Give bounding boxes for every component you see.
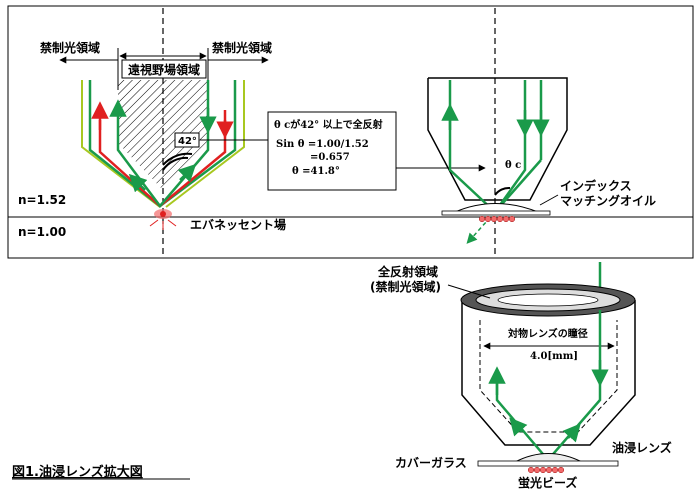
objective-body (461, 300, 636, 446)
cover-glass-top (441, 210, 551, 216)
beads-top (478, 215, 516, 223)
tir-region-leader (447, 284, 491, 299)
green-ray-diag-arrow-2 (177, 163, 197, 183)
n-glass-label: n=1.52 (18, 193, 66, 207)
evanescent-ray-2 (167, 219, 177, 227)
lens-outline-right (165, 80, 245, 208)
pupil-value: 4.0[mm] (530, 351, 578, 362)
bottom-green-diag-arrow-2 (562, 423, 581, 443)
angle-arc-outer (162, 152, 193, 166)
forbidden-right-label: 禁制光領域 (212, 40, 272, 55)
evanescent-label: エバネッセント場 (190, 217, 286, 232)
beads-label: 蛍光ビーズ (518, 475, 577, 490)
forbidden-left-label: 禁制光領域 (40, 40, 100, 55)
bottom-cover-glass (477, 460, 619, 467)
field-of-view-label: 遠視野場領域 (128, 62, 200, 77)
angle-box (174, 132, 200, 148)
n-water-label: n=1.00 (18, 225, 66, 239)
field-of-view-box (121, 59, 207, 79)
angle-box-label: 42° (178, 136, 197, 147)
equation-line-1: Sin θ =1.00/1.52 (276, 139, 369, 150)
pupil-inner (497, 293, 599, 307)
objective-inner-dashed (479, 320, 618, 433)
equation-title: θ cが42° 以上で全反射 (274, 118, 383, 131)
beads-bottom (527, 466, 565, 474)
right-transmitted-ray (466, 211, 496, 244)
index-oil-label-1: インデックス (560, 178, 632, 193)
evanescent-source (160, 211, 166, 217)
green-ray-diag-arrow (128, 173, 148, 193)
cover-glass-label: カバーガラス (395, 455, 467, 470)
objective-top-outline (427, 77, 568, 201)
angle-arc (162, 156, 189, 171)
equation-line-3: θ =41.8° (292, 166, 340, 177)
index-oil-label-2: マッチングオイル (560, 193, 656, 208)
tir-region-label-1: 全反射領域 (377, 264, 438, 279)
equation-box (267, 111, 397, 191)
tir-region-label-2: (禁制光領域) (370, 279, 441, 294)
theta-c-arc (494, 186, 511, 196)
figure-title: 図1.油浸レンズ拡大図 (12, 464, 143, 480)
pupil-label: 対物レンズの瞳径 (507, 327, 588, 340)
central-cone-hatch (118, 80, 208, 190)
evanescent-ray-1 (149, 219, 159, 227)
oil-lens-label: 油浸レンズ (612, 440, 672, 455)
theta-c-label: θ c (505, 160, 521, 171)
equation-line-2: =0.657 (310, 152, 350, 163)
index-oil-leader (539, 194, 559, 206)
bottom-green-diag-arrow (509, 417, 528, 437)
